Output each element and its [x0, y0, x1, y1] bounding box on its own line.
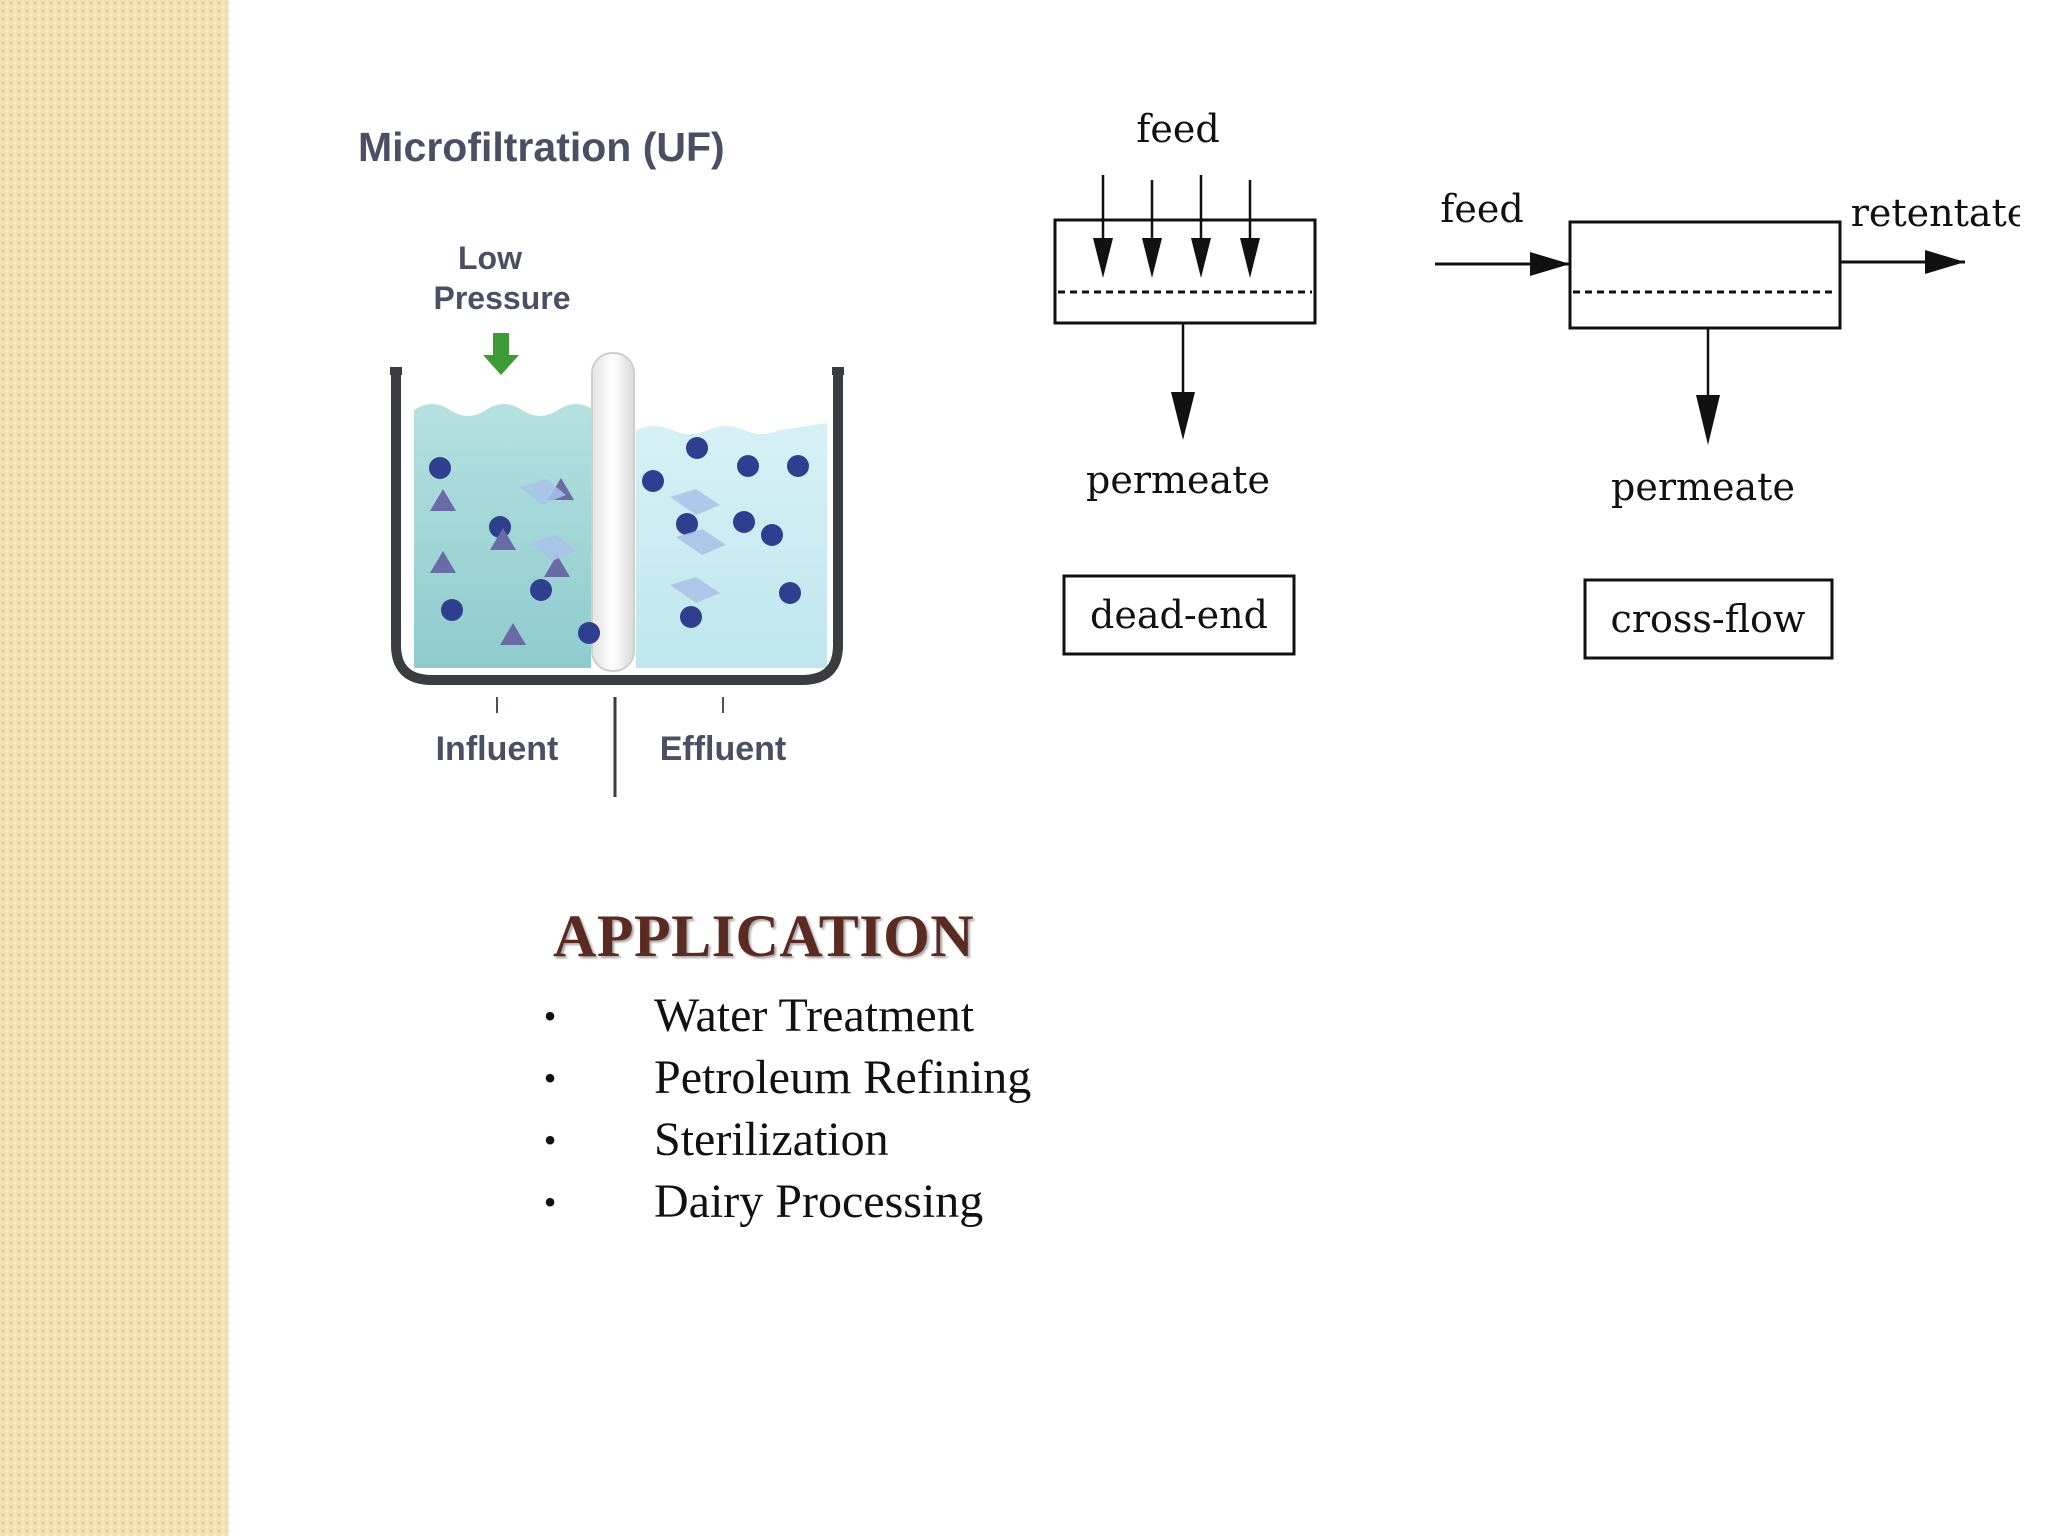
cross-flow-filter-box	[1568, 220, 1842, 330]
side-strip-edge	[227, 0, 229, 1536]
flow-chevron	[520, 479, 566, 505]
cross-flow-permeate-label: permeate	[1611, 465, 1795, 509]
particle	[733, 511, 755, 533]
particle-triangle	[544, 555, 570, 577]
application-item-text: Water Treatment	[654, 989, 975, 1042]
particle-triangle	[490, 528, 516, 550]
flow-chevron	[670, 489, 720, 515]
membrane	[591, 352, 635, 672]
particle	[441, 599, 463, 621]
application-item-text: Dairy Processing	[654, 1175, 984, 1228]
arrow-down-icon	[1142, 238, 1162, 278]
particle	[642, 470, 664, 492]
dead-end-mode-box	[1062, 574, 1296, 656]
arrow-down-icon	[1171, 392, 1195, 440]
figure-title: Microfiltration (UF)	[358, 124, 725, 170]
decorative-side-strip	[0, 0, 227, 1536]
arrow-down-icon	[1093, 238, 1113, 278]
bullet-icon: •	[543, 996, 557, 1036]
bullet-icon: •	[543, 1120, 557, 1160]
particle	[787, 455, 809, 477]
arrow-right-icon	[1530, 252, 1570, 276]
effluent-label: Effluent	[660, 730, 787, 768]
particle-triangle	[500, 623, 526, 645]
dead-end-filter-box	[1053, 218, 1317, 325]
particle	[429, 457, 451, 479]
dead-end-feed-label: feed	[1136, 107, 1219, 151]
particle	[686, 437, 708, 459]
cross-flow-feed-label: feed	[1440, 187, 1523, 231]
particle	[761, 524, 783, 546]
flow-chevron	[676, 529, 726, 555]
application-item-text: Sterilization	[654, 1113, 889, 1166]
application-item-text: Petroleum Refining	[654, 1051, 1032, 1104]
bullet-icon: •	[543, 1182, 557, 1222]
effluent-water	[636, 423, 827, 668]
flow-chevron	[530, 535, 576, 561]
arrow-right-icon	[1925, 250, 1965, 274]
particle	[680, 606, 702, 628]
pressure-label: Pressure	[434, 280, 571, 316]
particle-triangle	[430, 551, 456, 573]
particle	[578, 622, 600, 644]
dead-end-diagram: feed permeate dead-end	[1053, 107, 1317, 656]
particle	[737, 455, 759, 477]
microfiltration-figure: Microfiltration (UF) Low Pressure	[358, 124, 844, 797]
pressure-arrow-icon	[483, 333, 519, 375]
cross-flow-mode-label: cross-flow	[1611, 597, 1806, 641]
application-heading: APPLICATION	[553, 903, 975, 969]
bullet-icon: •	[543, 1058, 557, 1098]
cross-flow-mode-box	[1583, 578, 1834, 660]
arrow-down-icon	[1696, 395, 1720, 445]
feed-arrowheads	[1093, 238, 1260, 278]
particle	[530, 579, 552, 601]
cross-flow-retentate-label: retentate	[1851, 191, 2020, 235]
influent-label: Influent	[436, 730, 559, 768]
dead-end-permeate-label: permeate	[1086, 458, 1270, 502]
flow-chevron	[670, 577, 720, 603]
particle	[779, 582, 801, 604]
cross-flow-diagram: feed retentate permeate cross-flow	[1435, 187, 2020, 660]
tank-outline	[391, 375, 843, 685]
pressure-label: Low	[458, 240, 522, 276]
particle	[676, 513, 698, 535]
arrow-down-icon	[1240, 238, 1260, 278]
particle-triangle	[430, 489, 456, 511]
particles	[429, 437, 809, 644]
arrow-down-icon	[1191, 238, 1211, 278]
dead-end-mode-label: dead-end	[1090, 593, 1268, 637]
